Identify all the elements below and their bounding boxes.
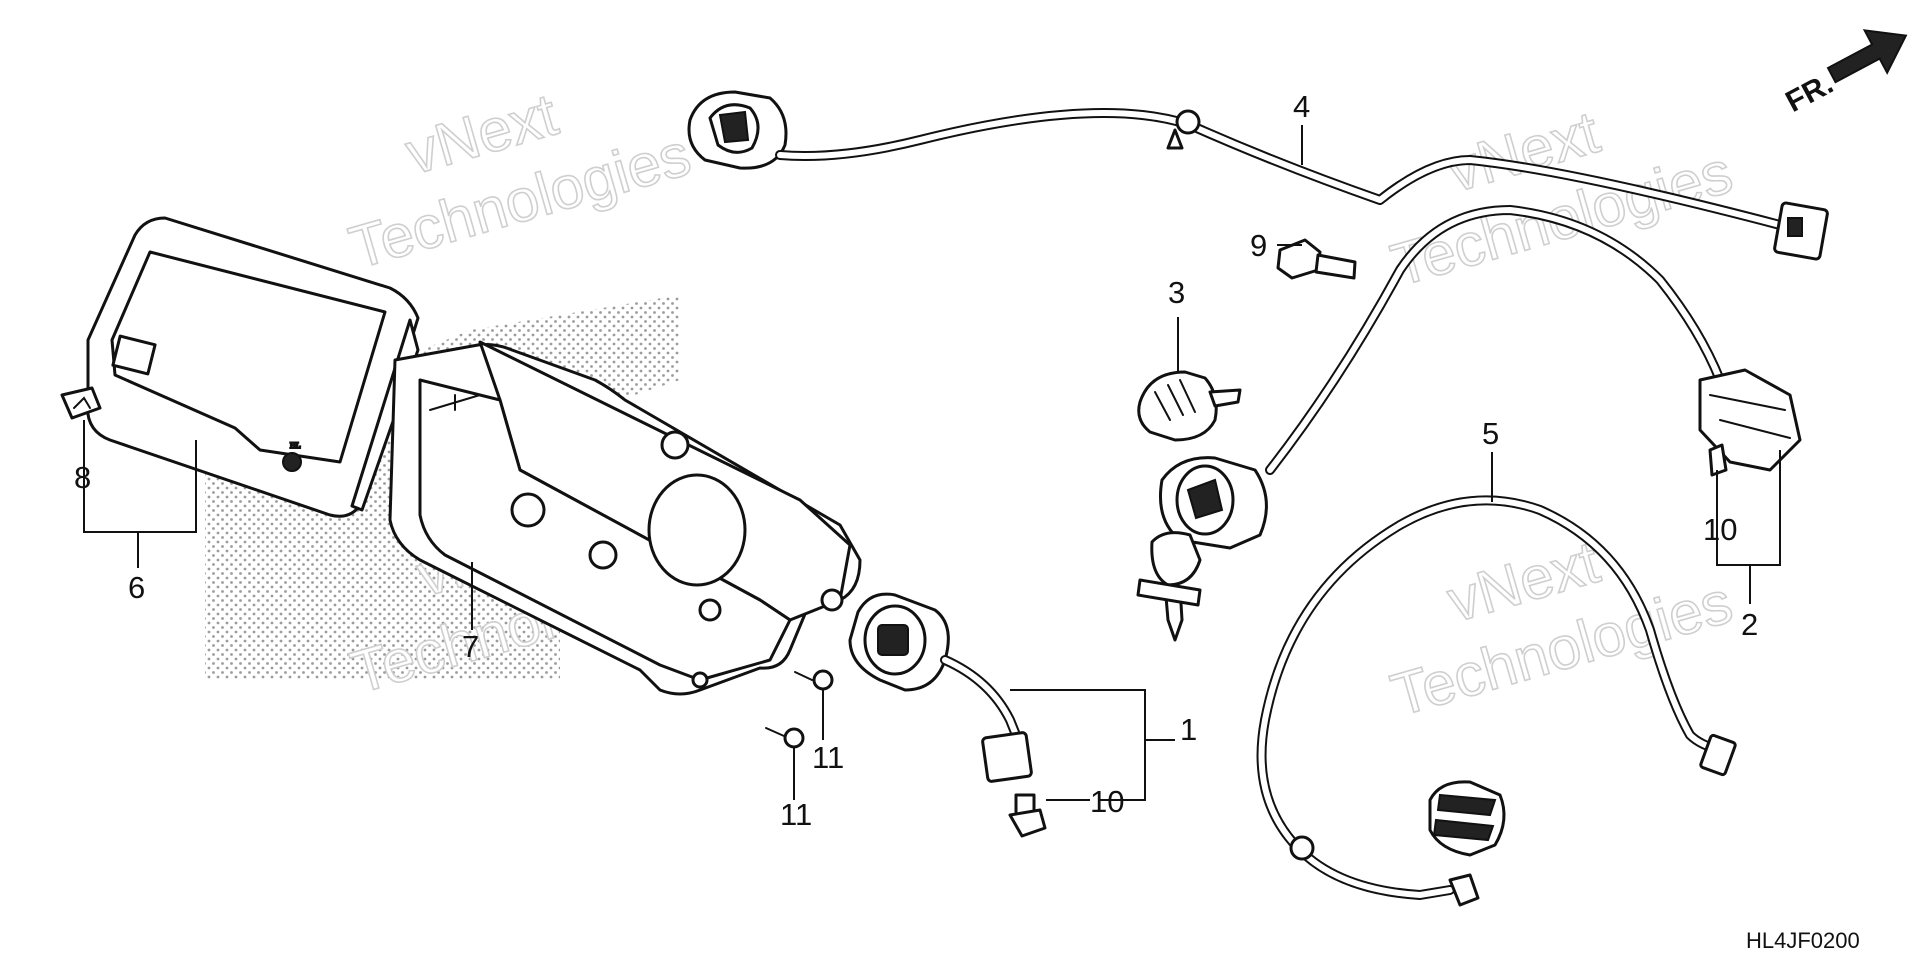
callout-9: 9 [1250,228,1267,263]
callout-8: 8 [74,460,91,495]
leader-lines [83,125,1781,801]
meter-case [388,340,862,696]
callout-11-lower: 11 [780,797,812,832]
clip-part9 [1276,238,1357,280]
lower-harness-part5 [1256,495,1737,907]
callout-5: 5 [1482,416,1499,451]
callout-3: 3 [1168,275,1185,310]
upper-wire-harness-part4 [687,90,1829,261]
key-part3 [1137,370,1242,442]
svg-text:HL: HL [290,441,301,450]
callout-4: 4 [1293,89,1310,124]
callout-2: 2 [1741,607,1758,642]
emblem-part [60,386,102,420]
callout-7: 7 [462,629,479,664]
front-direction-indicator: FR. [1780,29,1908,119]
screw-parts [765,669,834,749]
callout-6: 6 [128,570,145,605]
diagram-code: HL4JF0200 [1746,928,1860,953]
watermark-group: vNext Technologies vNext Technologies vN… [342,80,1741,730]
ignition-harness-part2 [1136,205,1802,642]
front-label: FR. [1780,67,1838,119]
callout-labels: 1 2 3 4 5 6 7 8 9 10 10 11 11 [74,89,1758,832]
callout-1: 1 [1180,712,1197,747]
callout-11-upper: 11 [812,740,844,775]
socket-wire-part1 [848,592,1047,838]
callout-10-lower: 10 [1090,784,1124,819]
callout-10-upper: 10 [1703,512,1737,547]
